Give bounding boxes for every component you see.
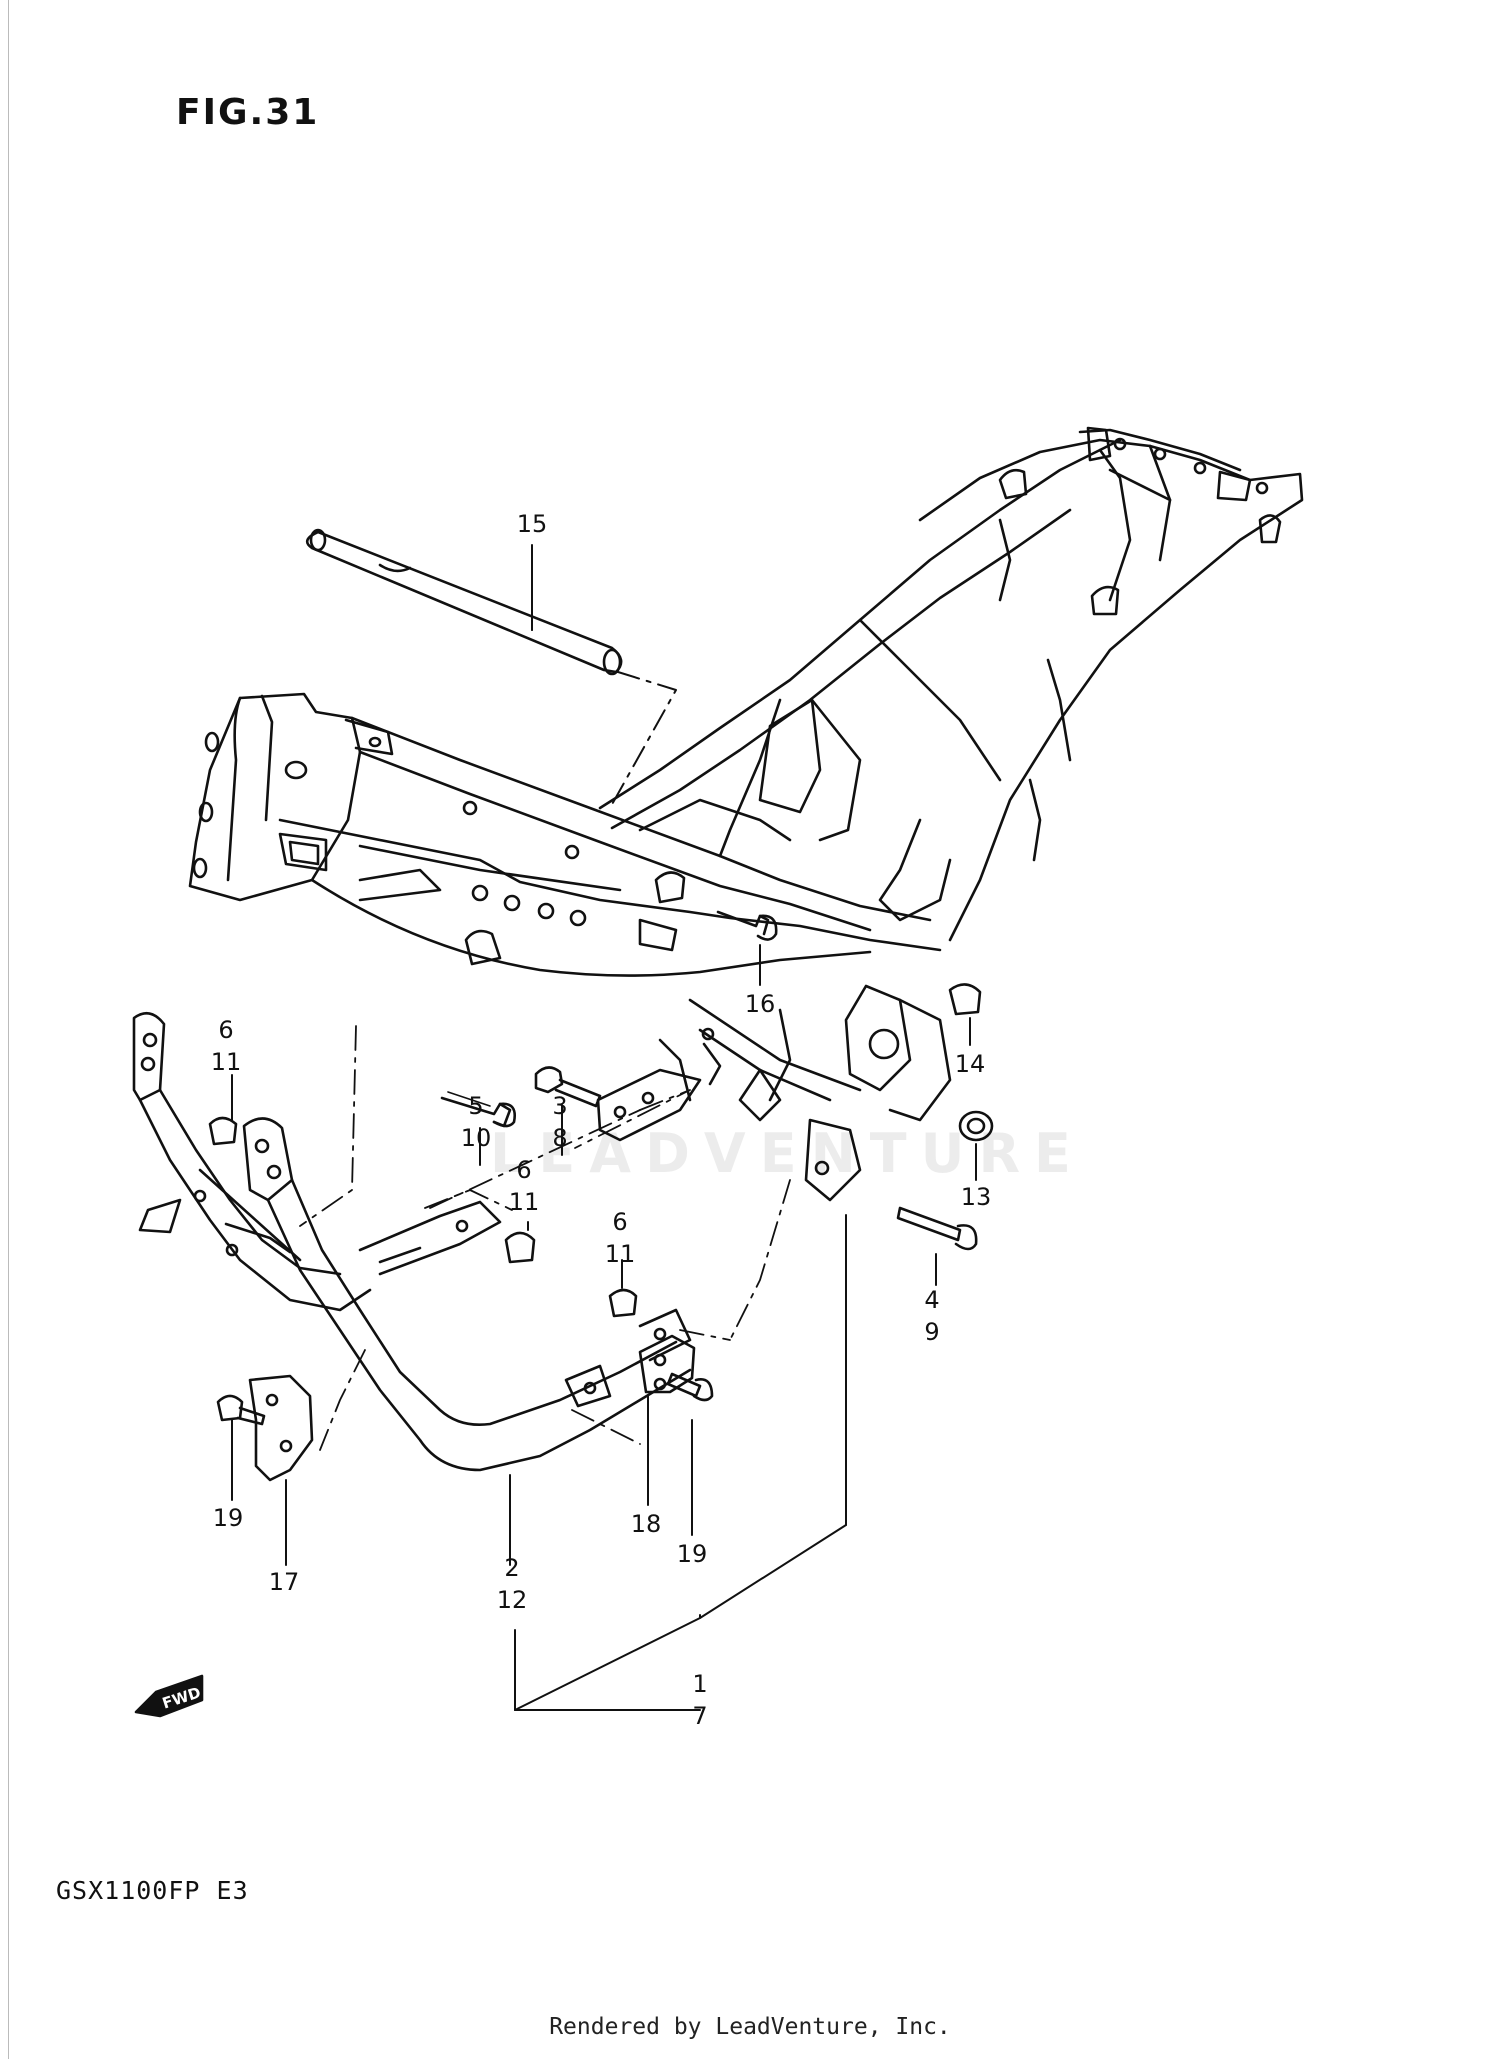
callout-3: 3 <box>552 1092 567 1120</box>
callout-11-right: 11 <box>605 1240 636 1268</box>
callout-6-left: 6 <box>218 1016 233 1044</box>
engine-mount-pipe <box>132 1011 692 1472</box>
callout-labels: 15 16 14 6 11 5 10 3 8 6 11 13 6 11 4 9 … <box>211 510 992 1730</box>
main-frame <box>188 426 1304 1202</box>
callout-15: 15 <box>517 510 548 538</box>
callout-12: 12 <box>497 1586 528 1614</box>
callout-8: 8 <box>552 1124 567 1152</box>
part-rod <box>305 528 677 809</box>
model-code: GSX1100FP E3 <box>56 1876 249 1905</box>
callout-18: 18 <box>631 1510 662 1538</box>
fwd-arrow-icon <box>134 1674 204 1718</box>
callout-6-right: 6 <box>612 1208 627 1236</box>
callout-9: 9 <box>924 1318 939 1346</box>
callout-14: 14 <box>955 1050 986 1078</box>
callout-4: 4 <box>924 1286 939 1314</box>
page-border <box>8 0 9 2059</box>
callout-5: 5 <box>468 1092 483 1120</box>
callout-19-left: 19 <box>213 1504 244 1532</box>
callout-11-mid: 11 <box>509 1188 540 1216</box>
callout-2: 2 <box>504 1554 519 1582</box>
callout-16: 16 <box>745 990 776 1018</box>
callout-6-mid: 6 <box>516 1156 531 1184</box>
callout-10: 10 <box>461 1124 492 1152</box>
leader-lines <box>231 544 977 1711</box>
callout-13: 13 <box>961 1183 992 1211</box>
callout-1: 1 <box>692 1670 707 1698</box>
hardware <box>208 871 994 1426</box>
callout-7: 7 <box>692 1702 707 1730</box>
callout-11-left: 11 <box>211 1048 242 1076</box>
footer-credit: Rendered by LeadVenture, Inc. <box>549 2014 951 2040</box>
callout-19-right: 19 <box>677 1540 708 1568</box>
figure-title: FIG.31 <box>176 92 320 133</box>
phantom-lines <box>299 1025 791 1451</box>
callout-17: 17 <box>269 1568 300 1596</box>
mounting-brackets <box>248 1334 696 1482</box>
